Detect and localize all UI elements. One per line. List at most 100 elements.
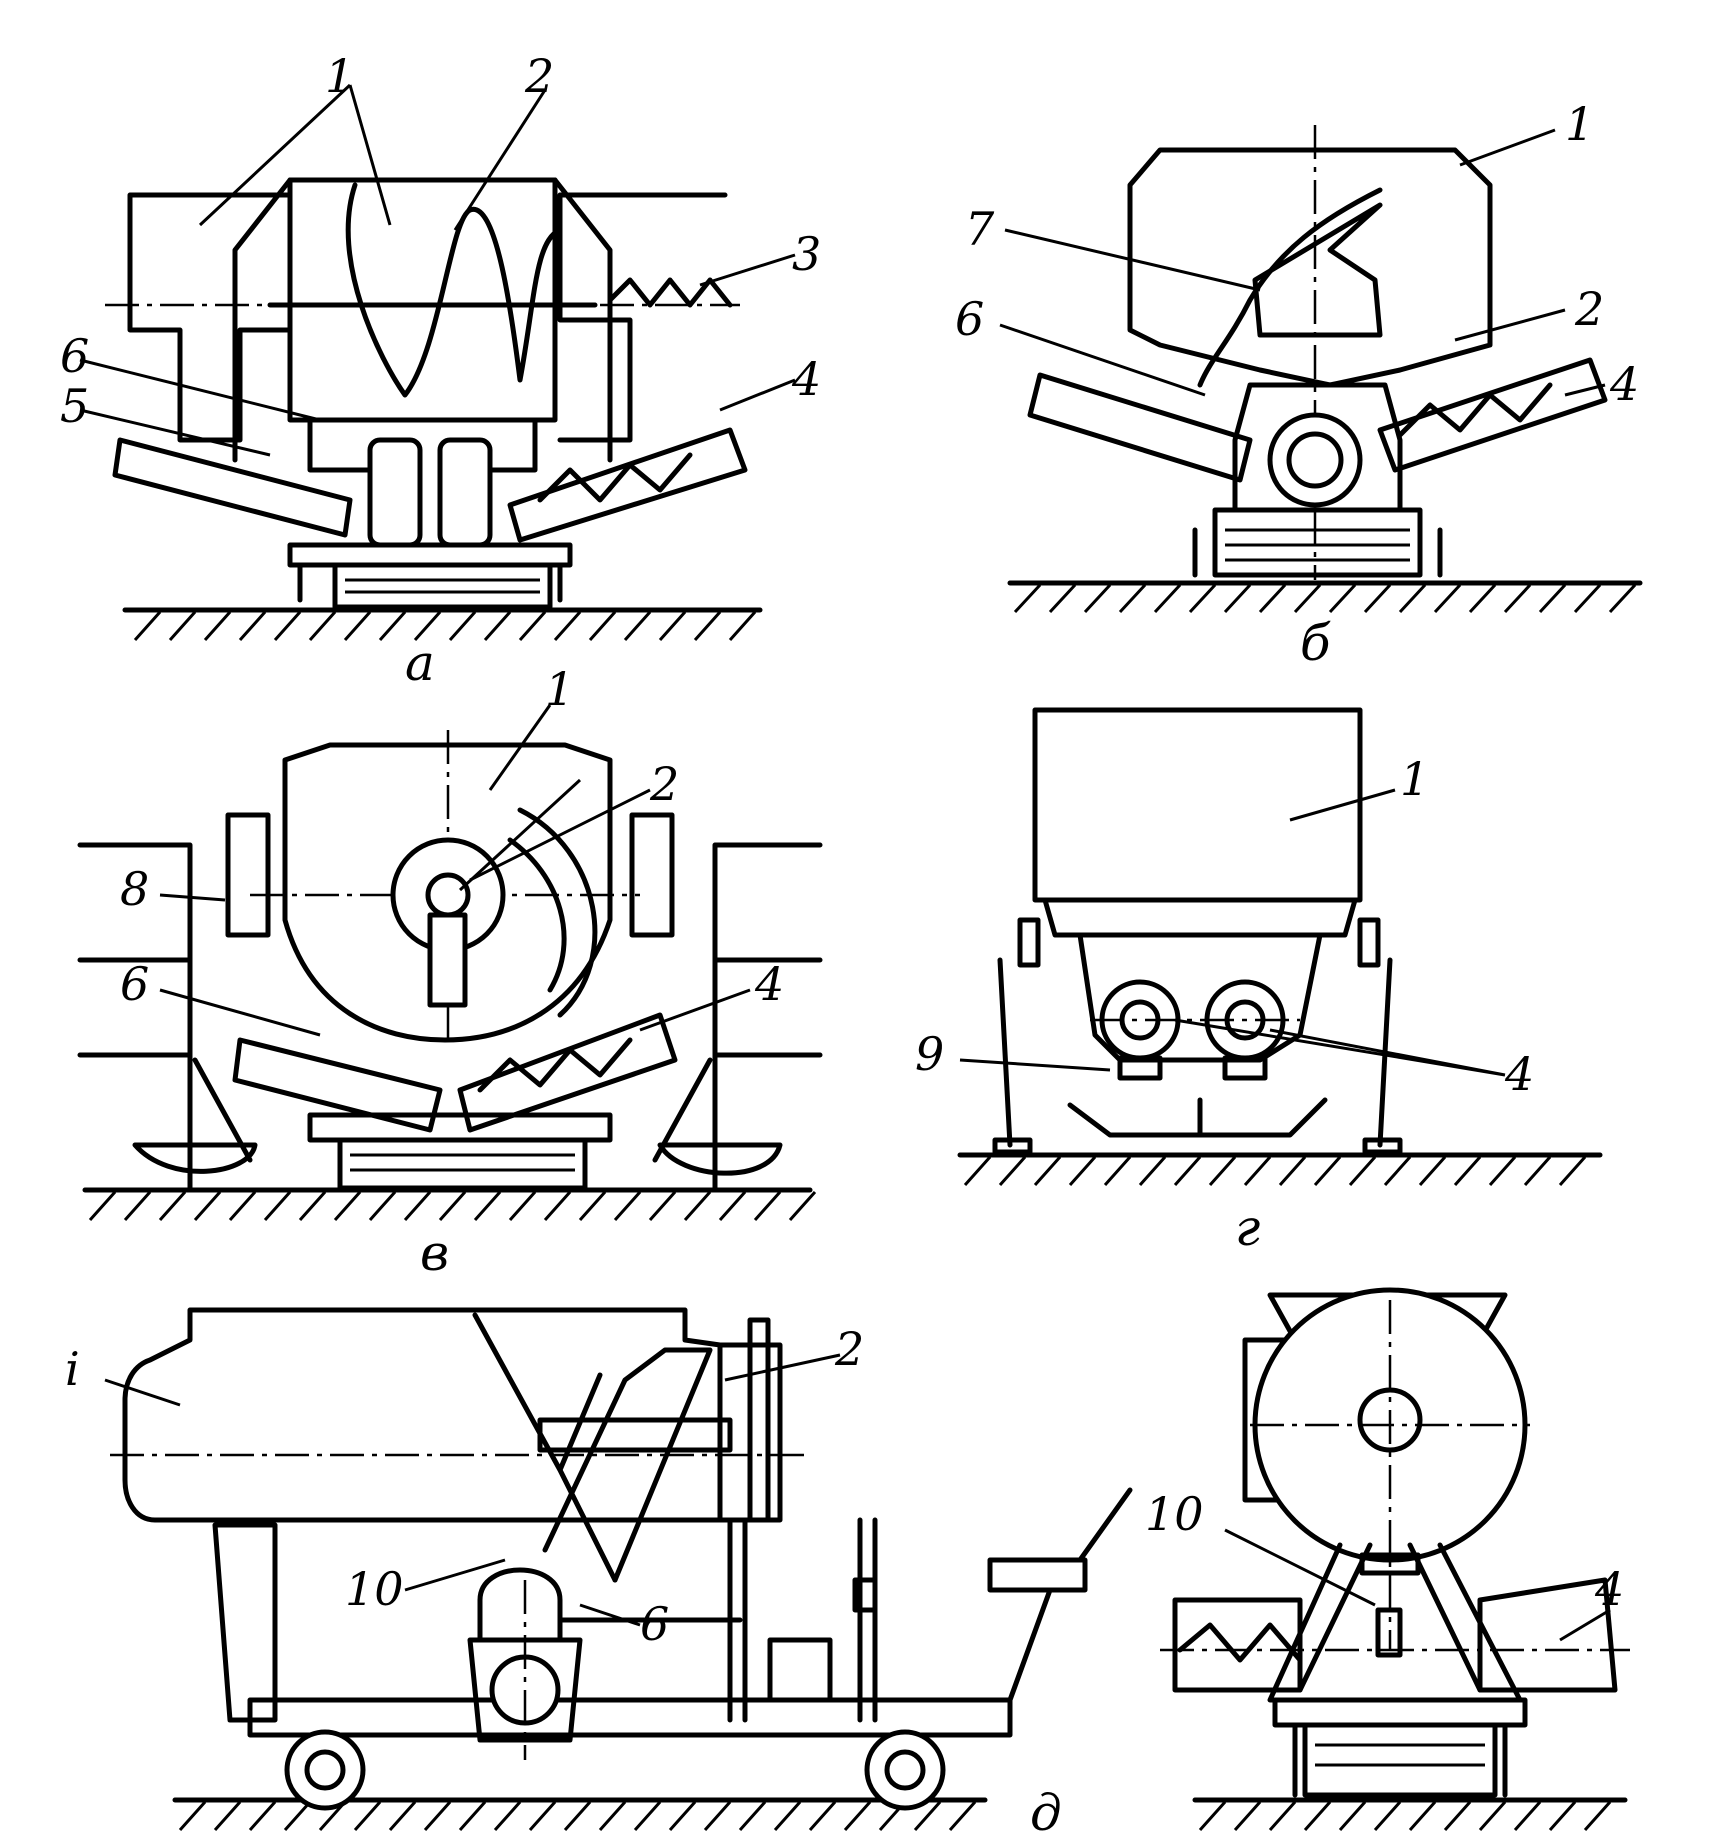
pump-top-d xyxy=(477,1567,563,1643)
leader-5-a xyxy=(79,408,271,457)
label-2-v: 2 xyxy=(649,757,679,811)
arm-line-v xyxy=(458,778,582,892)
label-6-b: 6 xyxy=(955,292,984,346)
spiral-d xyxy=(542,1347,713,1583)
right-trough-a xyxy=(507,427,748,543)
leader-7-b xyxy=(1004,228,1261,292)
leader-10-df xyxy=(1224,1528,1376,1607)
helix-right-a xyxy=(607,277,733,308)
label-10-d: 10 xyxy=(345,1562,404,1616)
label-9-g: 9 xyxy=(915,1027,944,1081)
chassis-b xyxy=(1212,507,1423,578)
caption-a: а xyxy=(405,634,435,692)
label-6-d: 6 xyxy=(640,1597,669,1651)
label-1-a: 1 xyxy=(325,49,354,103)
label-4-a: 4 xyxy=(791,352,821,406)
a-frame-inner-df xyxy=(1297,1542,1483,1693)
hopper-rim-g xyxy=(1042,897,1358,938)
leader-2-a xyxy=(453,89,547,231)
right-bracket-v xyxy=(629,812,675,938)
label-2-d: 2 xyxy=(834,1322,864,1376)
leader-4-v xyxy=(639,988,751,1032)
shaft-d xyxy=(537,1417,733,1453)
leader-8-v xyxy=(159,893,226,902)
label-10-df: 10 xyxy=(1145,1487,1204,1541)
right-screw-v xyxy=(477,1037,633,1093)
ground-hatch-v xyxy=(88,1191,817,1221)
chassis-body-a xyxy=(332,562,553,610)
label-1-b: 1 xyxy=(1565,97,1594,151)
ground-hatch-b xyxy=(1013,583,1637,614)
seat-d xyxy=(987,1487,1133,1593)
leader-4-b xyxy=(1564,383,1606,397)
figure-b: 1 7 6 2 4 б xyxy=(955,97,1643,672)
leader-6-a xyxy=(79,358,321,422)
label-2-a: 2 xyxy=(524,49,554,103)
drum-d xyxy=(122,1307,723,1523)
label-4-b: 4 xyxy=(1609,357,1639,411)
label-i-d: i xyxy=(65,1342,80,1396)
label-3-a: 3 xyxy=(792,227,821,281)
chassis-v xyxy=(337,1137,588,1191)
left-screw-df xyxy=(1177,1622,1303,1663)
caption-b: б xyxy=(1300,614,1331,672)
ground-hatch-g xyxy=(963,1156,1587,1186)
label-1-g: 1 xyxy=(1400,752,1429,806)
pump-body-d xyxy=(467,1637,583,1743)
leader-4-df xyxy=(1559,1608,1611,1642)
figure-a: 1 2 3 4 5 6 а xyxy=(60,49,821,692)
bearing-inner-b xyxy=(1286,431,1344,489)
right-scoop-v xyxy=(657,1142,783,1176)
right-screw-a xyxy=(537,452,693,503)
right-trough-df xyxy=(1477,1577,1618,1693)
drum-arcs-v xyxy=(507,807,598,1018)
left-trough-df xyxy=(1172,1597,1303,1693)
leader-1-d xyxy=(104,1378,181,1407)
label-6-a: 6 xyxy=(60,329,89,383)
leader-10-d xyxy=(404,1558,506,1592)
left-hopper-a xyxy=(127,192,293,443)
label-1-v: 1 xyxy=(545,662,574,716)
label-5-a: 5 xyxy=(60,379,89,433)
ground-hatch-a xyxy=(133,611,757,641)
canister-left-a xyxy=(367,437,423,548)
leader-1-g xyxy=(1289,788,1396,822)
figure-v: 1 2 8 6 4 в xyxy=(77,662,823,1282)
label-8-v: 8 xyxy=(120,862,149,916)
zigzag-b xyxy=(1252,202,1383,338)
leader-2-d xyxy=(724,1353,841,1382)
label-2-b: 2 xyxy=(1574,282,1604,336)
hopper-g xyxy=(1032,707,1363,903)
chassis-plate-v xyxy=(307,1112,613,1143)
leader-4-g xyxy=(1174,1018,1506,1077)
blade-a xyxy=(345,182,563,398)
drum-flanks-a xyxy=(232,177,613,463)
central-drum-a xyxy=(287,177,558,423)
leader-6-v xyxy=(159,988,321,1037)
right-rail-v xyxy=(712,842,823,1193)
caption-v: в xyxy=(420,1224,449,1282)
label-4-v: 4 xyxy=(754,957,784,1011)
left-trough-b xyxy=(1027,372,1253,483)
leader-6-b xyxy=(999,323,1206,397)
motor-d xyxy=(767,1637,833,1703)
canister-right-a xyxy=(437,437,493,548)
right-screw-b xyxy=(1397,382,1553,438)
chassis-plate-a xyxy=(287,542,573,568)
right-trough-b xyxy=(1377,357,1608,473)
right-hopper-a xyxy=(557,192,728,443)
left-scoop-v xyxy=(132,1142,258,1174)
leader-4-a xyxy=(719,378,796,412)
leader-1-a xyxy=(198,83,392,227)
leader-3-a xyxy=(699,253,796,287)
chassis-df xyxy=(1302,1722,1498,1798)
left-trough-a xyxy=(112,437,353,538)
left-rail-v xyxy=(77,842,193,1193)
mixer-body-b xyxy=(1127,147,1493,388)
label-4-df: 4 xyxy=(1594,1562,1624,1616)
leader-1-v xyxy=(488,704,552,791)
drum-v xyxy=(282,742,613,1043)
leader-2-b xyxy=(1454,308,1566,342)
